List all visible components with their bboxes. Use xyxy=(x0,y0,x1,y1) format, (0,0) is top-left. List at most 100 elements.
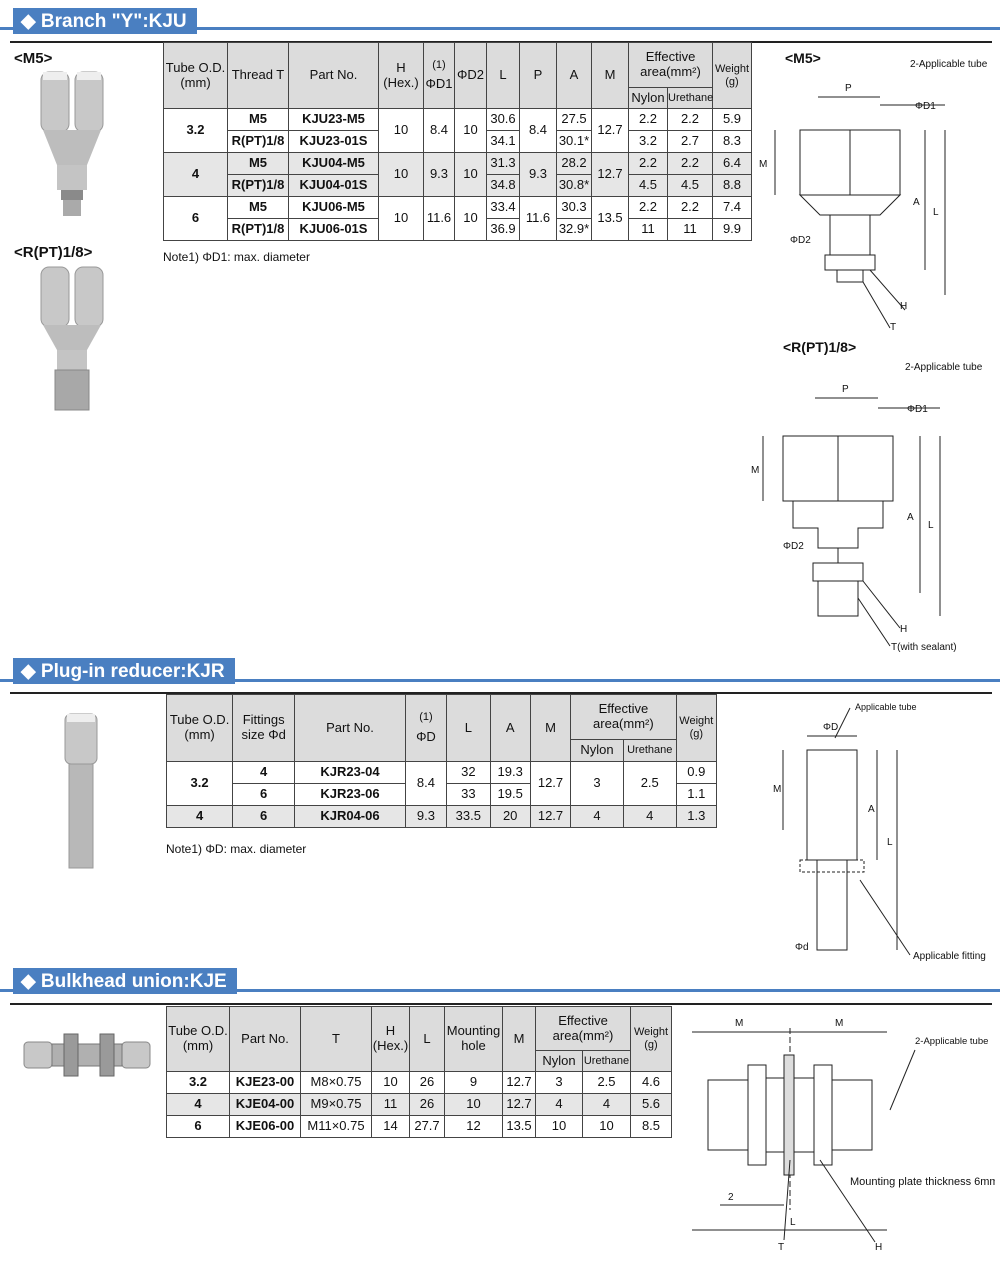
col-weight: Weight (g) xyxy=(712,42,752,109)
cell: 10 xyxy=(454,108,487,153)
cell-h: 14 xyxy=(371,1115,410,1138)
cell-part: KJE23-00 xyxy=(229,1071,301,1094)
svg-text:Mounting plate thickness 6mm m: Mounting plate thickness 6mm max xyxy=(850,1176,995,1188)
svg-text:M: M xyxy=(773,784,781,795)
kju-m5-photo xyxy=(40,71,104,216)
section-title: ◆ Branch "Y":KJU xyxy=(13,8,197,34)
col-urethane: Urethane xyxy=(622,739,677,762)
svg-text:ΦD1: ΦD1 xyxy=(907,404,928,415)
col-h: H (Hex.) xyxy=(378,42,424,109)
cell-tube: 3.2 xyxy=(166,1071,230,1094)
col-urethane: Urethane xyxy=(582,1050,631,1072)
col-weight: Weight (g) xyxy=(675,694,718,762)
cell-m: 12.7 xyxy=(502,1093,536,1116)
cell-tube: 6 xyxy=(166,1115,230,1138)
kjr-diagram: Applicable tube ΦD M A L Φd Applicable f… xyxy=(773,702,986,962)
cell-m: 12.7 xyxy=(502,1071,536,1094)
svg-text:T: T xyxy=(890,322,896,333)
cell: M5 xyxy=(227,108,289,131)
col-tube: Tube O.D. (mm) xyxy=(165,694,234,762)
cell-h: 11 xyxy=(371,1093,410,1116)
cell: 32.9* xyxy=(556,218,592,241)
cell: 8.8 xyxy=(712,174,752,197)
kju-rpt-photo xyxy=(40,266,104,411)
col-urethane: Urethane xyxy=(667,87,713,109)
divider xyxy=(10,692,992,694)
col-h: H (Hex.) xyxy=(371,1006,410,1072)
col-fit: Fittings size Φd xyxy=(232,694,296,762)
cell: KJU06-M5 xyxy=(288,196,379,219)
cell-urethane: 10 xyxy=(582,1115,631,1138)
photo-label-m5: <M5> xyxy=(14,50,53,67)
svg-text:T(with sealant): T(with sealant) xyxy=(891,642,957,653)
svg-text:2: 2 xyxy=(728,1192,734,1203)
cell: KJU04-M5 xyxy=(288,152,379,175)
svg-text:T: T xyxy=(778,1242,784,1253)
svg-text:A: A xyxy=(907,512,914,523)
svg-text:2-Applicable tube: 2-Applicable tube xyxy=(905,362,983,373)
col-m: M xyxy=(502,1006,536,1072)
svg-text:L: L xyxy=(928,520,934,531)
svg-text:L: L xyxy=(790,1217,796,1228)
cell: 30.3 xyxy=(556,196,592,219)
cell: 4 xyxy=(163,152,228,197)
svg-text:H: H xyxy=(900,624,907,635)
col-a: A xyxy=(556,42,592,109)
kjr-photo xyxy=(64,713,98,869)
cell: 10 xyxy=(378,152,424,197)
cell: KJU04-01S xyxy=(288,174,379,197)
col-d1: (1)ΦD1 xyxy=(423,42,455,109)
kju-rpt-diagram: <R(PT)1/8> 2-Applicable tube P ΦD1 M A L… xyxy=(751,339,983,653)
section-header-kju: ◆ Branch "Y":KJU xyxy=(0,2,1000,34)
col-m: M xyxy=(529,694,572,762)
svg-text:L: L xyxy=(887,837,893,848)
svg-text:L: L xyxy=(933,207,939,218)
divider xyxy=(10,1003,992,1005)
col-thread: Thread T xyxy=(227,42,289,109)
cell-weight: 4.6 xyxy=(630,1071,672,1094)
svg-text:Φd: Φd xyxy=(795,942,809,953)
cell: 36.9 xyxy=(486,218,520,241)
svg-text:Applicable tube: Applicable tube xyxy=(855,702,917,712)
cell: KJU06-01S xyxy=(288,218,379,241)
col-weight: Weight (g) xyxy=(630,1006,672,1072)
cell: 2.2 xyxy=(667,152,713,175)
cell: 12.7 xyxy=(591,152,629,197)
kjr-note: Note1) ΦD: max. diameter xyxy=(166,842,307,856)
section-header-kje: ◆ Bulkhead union:KJE xyxy=(0,964,1000,994)
cell: 9.3 xyxy=(423,152,455,197)
kje-photo xyxy=(23,1033,151,1077)
cell: 10 xyxy=(378,196,424,241)
col-eff: Effective area(mm²) xyxy=(535,1006,631,1051)
cell: R(PT)1/8 xyxy=(227,218,289,241)
cell: 4.5 xyxy=(628,174,668,197)
cell: 6.4 xyxy=(712,152,752,175)
col-part: Part No. xyxy=(288,42,379,109)
cell: 27.5 xyxy=(556,108,592,131)
svg-text:<M5>: <M5> xyxy=(785,50,821,66)
col-tube: Tube O.D. (mm) xyxy=(166,1006,230,1072)
cell: 2.7 xyxy=(667,130,713,153)
svg-text:2-Applicable tube: 2-Applicable tube xyxy=(910,59,988,70)
cell: 2.2 xyxy=(628,152,668,175)
cell: 34.1 xyxy=(486,130,520,153)
cell: 8.4 xyxy=(519,108,557,153)
col-nylon: Nylon xyxy=(628,87,668,109)
col-tube: Tube O.D. (mm) xyxy=(163,42,228,109)
cell-hole: 9 xyxy=(444,1071,503,1094)
cell-m: 13.5 xyxy=(502,1115,536,1138)
cell-tube: 4 xyxy=(166,1093,230,1116)
svg-text:P: P xyxy=(845,83,852,94)
cell: R(PT)1/8 xyxy=(227,174,289,197)
cell-nylon: 4 xyxy=(535,1093,583,1116)
cell: 30.6 xyxy=(486,108,520,131)
col-p: P xyxy=(519,42,557,109)
